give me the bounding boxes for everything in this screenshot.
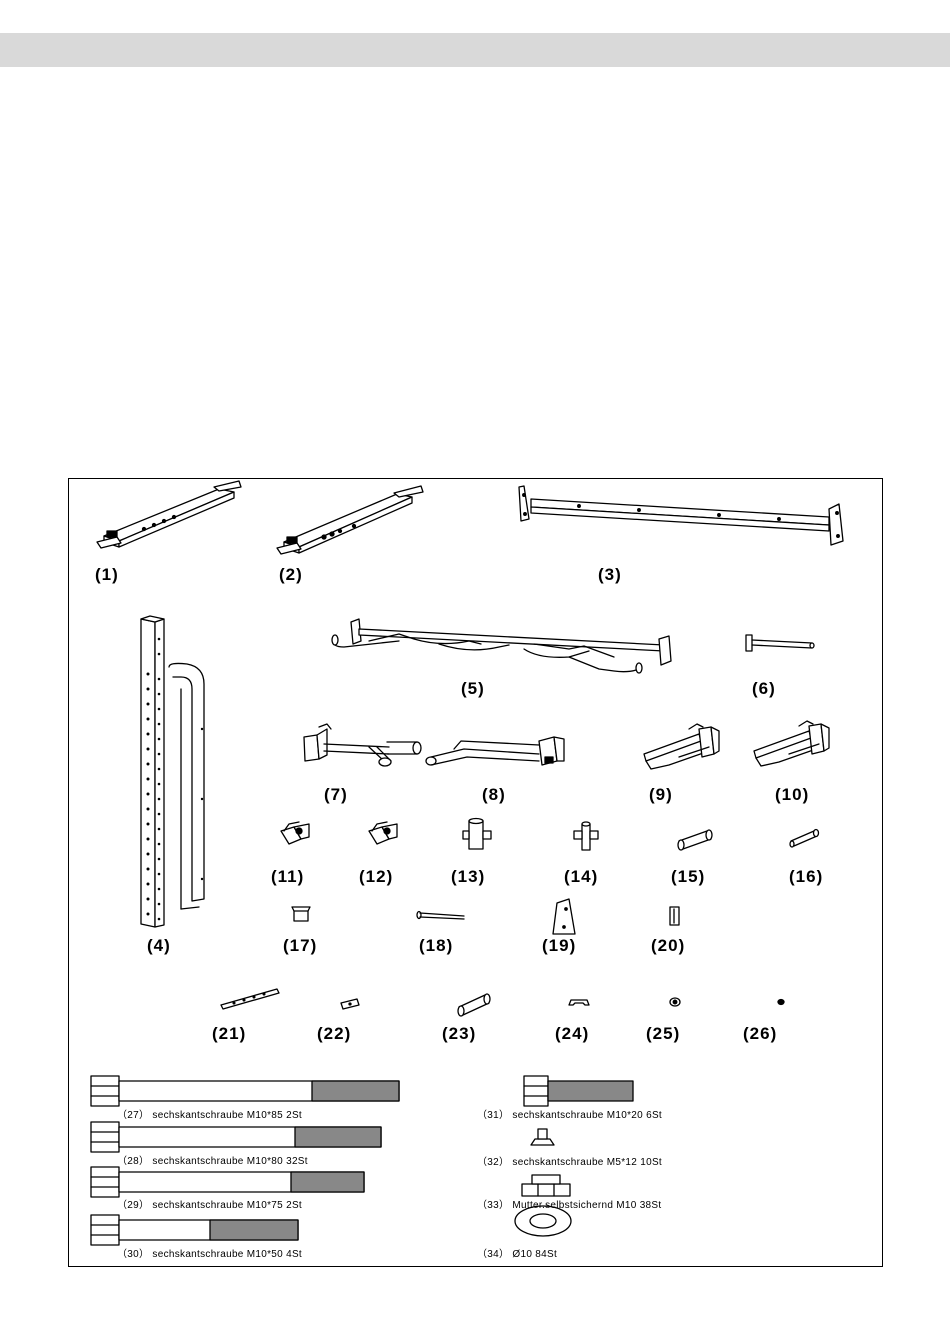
gusset-plate-icon	[552, 898, 576, 935]
part-label-8: (8)	[482, 785, 506, 804]
washer-34-icon	[514, 1205, 572, 1237]
part-label-9: (9)	[649, 785, 673, 804]
part-label-5: (5)	[461, 679, 485, 698]
base-foot-left-icon	[96, 480, 242, 549]
bolt-29-icon	[90, 1166, 365, 1198]
bolt-31-icon	[523, 1075, 634, 1107]
header-bar	[0, 33, 950, 67]
hardware-label-29: （29） sechskantschraube M10*75 2St	[117, 1200, 302, 1211]
part-label-18: (18)	[419, 936, 454, 955]
clamp-right-icon	[368, 821, 398, 845]
tube-bracket-small-icon	[573, 821, 599, 851]
part-label-13: (13)	[451, 867, 486, 886]
part-label-24: (24)	[555, 1024, 590, 1043]
clip-icon	[568, 999, 590, 1006]
clamp-left-icon	[280, 821, 310, 845]
pullup-bar-icon	[331, 618, 672, 674]
bolt-32-icon	[530, 1128, 555, 1146]
part-label-16: (16)	[789, 867, 824, 886]
part-label-1: (1)	[95, 565, 119, 584]
part-label-20: (20)	[651, 936, 686, 955]
hardware-label-31: （31） sechskantschraube M10*20 6St	[477, 1110, 662, 1121]
part-label-25: (25)	[646, 1024, 681, 1043]
small-bracket-icon	[291, 906, 311, 922]
dip-handle-left-icon	[303, 723, 422, 767]
part-label-4: (4)	[147, 936, 171, 955]
bolt-28-icon	[90, 1121, 382, 1153]
dip-handle-right-icon	[425, 736, 565, 766]
part-label-14: (14)	[564, 867, 599, 886]
upright-post-icon	[140, 615, 205, 928]
part-label-11: (11)	[271, 867, 305, 886]
parts-list-frame: (1) (2) (3) (4) (5) (6) (7) (8) (9) (10)…	[68, 478, 883, 1267]
rod-icon	[416, 910, 465, 920]
nut-icon	[669, 997, 681, 1007]
tube-bracket-icon	[462, 817, 492, 850]
hardware-label-32: （32） sechskantschraube M5*12 10St	[477, 1157, 662, 1168]
j-hook-right-icon	[753, 720, 830, 767]
part-label-7: (7)	[324, 785, 348, 804]
j-hook-left-icon	[643, 723, 720, 770]
spacer-tube-icon	[457, 993, 491, 1017]
hardware-label-33: （33） Mutter.selbstsichernd M10 38St	[477, 1200, 662, 1211]
part-label-26: (26)	[743, 1024, 778, 1043]
part-label-23: (23)	[442, 1024, 477, 1043]
small-plate-icon	[669, 906, 680, 926]
sleeve-icon	[677, 829, 713, 851]
parts-drawing	[90, 480, 844, 1246]
part-label-17: (17)	[283, 936, 318, 955]
tab-icon	[340, 998, 360, 1010]
part-label-3: (3)	[598, 565, 622, 584]
nut-33-icon	[521, 1174, 571, 1197]
hardware-label-28: （28） sechskantschraube M10*80 32St	[117, 1156, 308, 1167]
pin-icon	[789, 828, 820, 848]
part-label-22: (22)	[317, 1024, 352, 1043]
crossbar-icon	[518, 485, 844, 546]
cap-icon	[777, 998, 785, 1006]
hardware-label-34: （34） Ø10 84St	[477, 1249, 558, 1260]
bolt-27-icon	[90, 1075, 400, 1107]
part-label-6: (6)	[752, 679, 776, 698]
hardware-label-27: （27） sechskantschraube M10*85 2St	[117, 1110, 302, 1121]
bolt-30-icon	[90, 1214, 299, 1246]
part-label-12: (12)	[359, 867, 394, 886]
part-label-10: (10)	[775, 785, 810, 804]
part-label-19: (19)	[542, 936, 577, 955]
peg-icon	[745, 634, 815, 652]
part-label-21: (21)	[212, 1024, 247, 1043]
strip-icon	[220, 988, 280, 1010]
part-label-15: (15)	[671, 867, 706, 886]
hardware-label-30: （30） sechskantschraube M10*50 4St	[117, 1249, 302, 1260]
part-label-2: (2)	[279, 565, 303, 584]
base-foot-right-icon	[276, 485, 424, 555]
